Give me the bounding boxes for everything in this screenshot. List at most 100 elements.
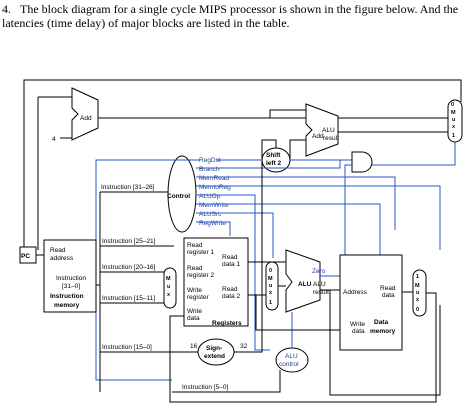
register-file (183, 237, 249, 327)
sig-memread: MemRead (199, 175, 229, 182)
reg-wd-2: data (187, 315, 200, 322)
add-branch-label: Add (312, 133, 324, 140)
sig-regwrite-wire (196, 221, 231, 236)
reg-rr2-1: Read (187, 265, 203, 272)
mux-memtoreg-x: x (416, 297, 420, 303)
mux-memtoreg (412, 269, 427, 317)
zero-to-and-wire (320, 164, 352, 277)
mux-regdst-u: u (167, 284, 170, 290)
alu-control-label-1: ALU (285, 353, 298, 360)
mux-alusrc-zero: 0 (269, 268, 272, 274)
data-memory (339, 254, 403, 351)
dm-read-2: data (382, 292, 395, 299)
mux-pc-one: 1 (452, 133, 455, 139)
sig-aluop: ALUOp (199, 193, 221, 200)
im-read-label-2: address (50, 255, 74, 262)
question-number: 4. (2, 2, 11, 16)
im-bits-label: [31–0] (62, 283, 80, 290)
add-branch-block (305, 103, 339, 157)
mux-pc-zero: 0 (451, 102, 454, 108)
control-label: Control (167, 193, 190, 200)
im-title-2: memory (54, 302, 80, 309)
shift-to-add-wire (289, 139, 306, 160)
sig-branch: Branch (199, 166, 220, 173)
dm-read-1: Read (380, 285, 396, 292)
dm-title-2: memory (370, 328, 396, 335)
mux-pc-u: u (452, 117, 455, 123)
alu-result-label: result (313, 289, 329, 296)
alu-control-block (275, 347, 309, 373)
mux-memtoreg-u: u (416, 290, 419, 296)
question-text: 4.The block diagram for a single cycle M… (2, 2, 472, 30)
reg-rd2-2: data 2 (222, 293, 240, 300)
alu-control-label-2: control (279, 361, 299, 368)
mux-alusrc-x: x (269, 290, 273, 296)
sign-out-width: 32 (240, 343, 248, 350)
alu-zero-label: Zero (312, 268, 326, 275)
field-5-0: Instruction [5–0] (182, 384, 228, 391)
shift-label-2: left 2 (266, 160, 282, 167)
alu-label: ALU (298, 281, 312, 288)
add-top-label: Add (80, 115, 92, 122)
dm-write-1: Write (350, 321, 365, 328)
field-20-16: Instruction [20–16] (102, 264, 156, 271)
funct-wire (172, 370, 281, 393)
sig-memwrite: MemWrite (199, 202, 229, 209)
dm-title-1: Data (374, 319, 388, 326)
mux-regdst-m: M (166, 276, 171, 282)
sign-extend-label-2: extend (204, 353, 225, 360)
dm-address-label: Address (343, 289, 368, 296)
mux-alusrc-u: u (269, 283, 272, 289)
mux-regdst-x: x (167, 292, 171, 298)
rd2-to-mem-wire (255, 295, 340, 331)
sig-branch-wire (196, 160, 341, 169)
instruction-memory (43, 239, 97, 313)
const-four-label: 4 (52, 136, 56, 143)
im-title-1: Instruction (50, 293, 84, 300)
reg-rd1-2: data 1 (222, 261, 240, 268)
and-gate (351, 151, 373, 173)
add-branch-alu-label: ALU (322, 127, 335, 134)
mux-memtoreg-m: M (415, 283, 420, 289)
reg-wd-1: Write (187, 308, 202, 315)
reg-rd2-1: Read (222, 286, 238, 293)
reg-wr-2: register (187, 294, 210, 301)
instr-bus-up (96, 192, 101, 286)
mux-alusrc-m: M (268, 276, 273, 282)
add-out-wire (98, 109, 306, 119)
writeback-wire (169, 292, 437, 403)
im-read-label-1: Read (50, 247, 66, 254)
reg-wr-1: Write (187, 287, 202, 294)
add-branch-result-label: result (323, 135, 339, 142)
dm-write-2: data (352, 328, 365, 335)
mux-pc-x: x (452, 124, 456, 130)
control-block (167, 155, 197, 233)
reg-rr2-2: register 2 (187, 272, 214, 279)
main-alu (285, 249, 321, 313)
field-31-26: Instruction [31–26] (101, 184, 155, 191)
sig-alusrc-wire (196, 212, 274, 258)
sign-extend-label-1: Sign- (206, 345, 222, 352)
reg-title: Registers (212, 320, 242, 327)
reg-rr1-2: register 1 (187, 249, 214, 256)
and-to-mux-wire (372, 142, 456, 166)
mux-memtoreg-zero: 0 (416, 307, 419, 313)
sign-to-shift-wire (261, 139, 277, 352)
sig-memtoreg-wire (196, 185, 441, 250)
add-top-block (71, 87, 99, 141)
sig-regwrite: RegWrite (199, 220, 226, 227)
sign-in-width: 16 (190, 343, 198, 350)
field-25-21: Instruction [25–21] (102, 238, 156, 245)
reg-rd1-1: Read (222, 254, 238, 261)
sign-extend-block (197, 338, 235, 366)
shift-label-1: Shift (266, 152, 281, 159)
im-instruction-label: Instruction (56, 275, 86, 282)
mux-memtoreg-one: 1 (416, 274, 419, 280)
pc-feedback-wire (23, 79, 462, 250)
sig-memtoreg: MemtoReg (199, 184, 231, 191)
reg-rr1-1: Read (187, 242, 203, 249)
mux-alusrc-one: 1 (269, 300, 272, 306)
sig-regdst: RegDst (199, 157, 221, 164)
alu-label-2: ALU (313, 281, 326, 288)
